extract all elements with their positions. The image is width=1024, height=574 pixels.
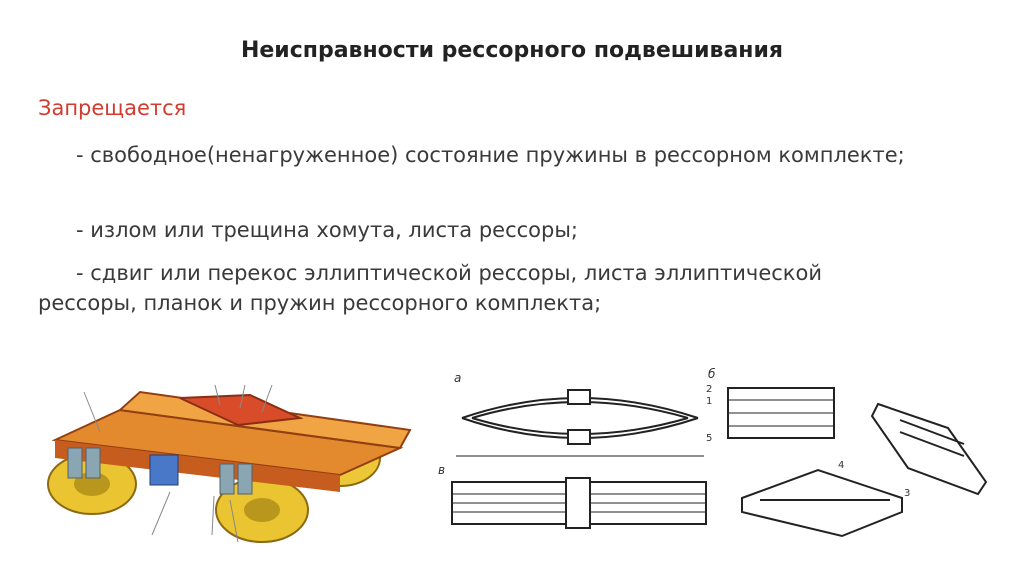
label-5: 5	[706, 433, 712, 444]
label-a: а	[454, 371, 461, 385]
spring-bracket-diagram	[870, 402, 988, 496]
label-4: 4	[838, 460, 844, 471]
label-2: 2	[706, 384, 712, 395]
slide-title: Неисправности рессорного подвешивания	[240, 38, 784, 63]
item-1: - свободное(ненагруженное) состояние пру…	[76, 143, 905, 167]
spring-pack-diagram	[727, 387, 835, 439]
leaf-spring-stack	[451, 477, 707, 529]
bogie-illustration	[47, 384, 412, 543]
item-2: - излом или трещина хомута, листа рессор…	[76, 218, 579, 242]
label-v: в	[438, 463, 445, 477]
bogie-leader-lines	[83, 384, 273, 543]
spring-base-diagram	[741, 468, 903, 538]
label-3: 3	[904, 488, 910, 499]
label-1: 1	[706, 396, 712, 407]
slide-subtitle: Запрещается	[38, 96, 187, 120]
leaf-spring-diagram	[456, 389, 704, 457]
item-3: - сдвиг или перекос эллиптической рессор…	[38, 261, 822, 315]
label-b: б	[708, 367, 716, 381]
